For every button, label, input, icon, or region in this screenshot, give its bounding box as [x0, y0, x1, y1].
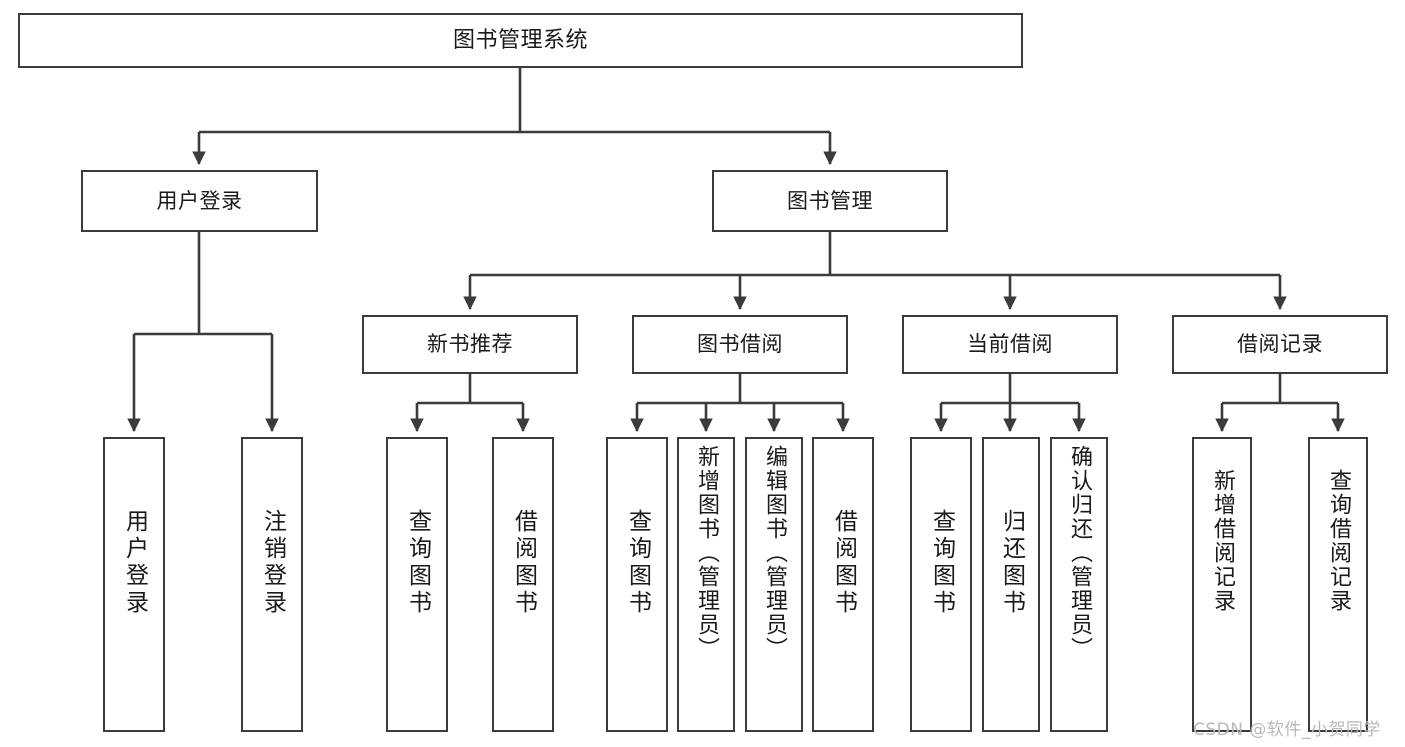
leaf-borrow-record-query-label: 查询借阅记录 [1326, 469, 1351, 613]
leaf-book-borrow-edit[interactable]: 编辑图书（管理员） [745, 437, 803, 732]
leaf-user-login-login-label: 用户登录 [121, 509, 148, 617]
node-book-management-label: 图书管理 [787, 188, 873, 213]
leaf-book-borrow-query-label: 查询图书 [624, 509, 651, 617]
leaf-current-borrow-query[interactable]: 查询图书 [910, 437, 972, 732]
leaf-current-borrow-return-label: 归还图书 [998, 509, 1025, 617]
node-borrow-record[interactable]: 借阅记录 [1172, 315, 1388, 374]
node-current-borrow-label: 当前借阅 [967, 332, 1053, 357]
leaf-user-login-logout[interactable]: 注销登录 [241, 437, 303, 732]
leaf-borrow-record-query[interactable]: 查询借阅记录 [1308, 437, 1368, 732]
leaf-new-book-query[interactable]: 查询图书 [386, 437, 448, 732]
leaf-borrow-record-add-label: 新增借阅记录 [1210, 469, 1235, 613]
leaf-current-borrow-confirm-label: 确认归还（管理员） [1067, 445, 1092, 661]
node-new-book-recommend[interactable]: 新书推荐 [362, 315, 578, 374]
leaf-book-borrow-edit-label: 编辑图书（管理员） [762, 445, 787, 661]
watermark-text: CSDN @软件_小贺同学 [1193, 720, 1381, 740]
leaf-book-borrow-add-label: 新增图书（管理员） [694, 445, 719, 661]
leaf-user-login-logout-label: 注销登录 [259, 509, 286, 617]
leaf-current-borrow-query-label: 查询图书 [928, 509, 955, 617]
node-current-borrow[interactable]: 当前借阅 [902, 315, 1118, 374]
node-book-borrow-label: 图书借阅 [697, 332, 783, 357]
node-user-login-label: 用户登录 [156, 188, 243, 213]
node-root-system-label: 图书管理系统 [452, 27, 588, 53]
node-book-management[interactable]: 图书管理 [712, 170, 948, 232]
leaf-current-borrow-confirm[interactable]: 确认归还（管理员） [1050, 437, 1108, 732]
node-root-system[interactable]: 图书管理系统 [18, 13, 1023, 68]
node-new-book-recommend-label: 新书推荐 [427, 332, 513, 357]
leaf-book-borrow-borrow-label: 借阅图书 [830, 509, 857, 617]
node-user-login[interactable]: 用户登录 [81, 170, 318, 232]
leaf-book-borrow-query[interactable]: 查询图书 [606, 437, 668, 732]
leaf-new-book-borrow-label: 借阅图书 [510, 509, 537, 617]
leaf-current-borrow-return[interactable]: 归还图书 [982, 437, 1040, 732]
node-borrow-record-label: 借阅记录 [1237, 332, 1323, 357]
leaf-new-book-borrow[interactable]: 借阅图书 [492, 437, 554, 732]
leaf-new-book-query-label: 查询图书 [404, 509, 431, 617]
leaf-book-borrow-add[interactable]: 新增图书（管理员） [677, 437, 735, 732]
node-book-borrow[interactable]: 图书借阅 [632, 315, 848, 374]
leaf-user-login-login[interactable]: 用户登录 [103, 437, 165, 732]
leaf-borrow-record-add[interactable]: 新增借阅记录 [1192, 437, 1252, 732]
leaf-book-borrow-borrow[interactable]: 借阅图书 [812, 437, 874, 732]
